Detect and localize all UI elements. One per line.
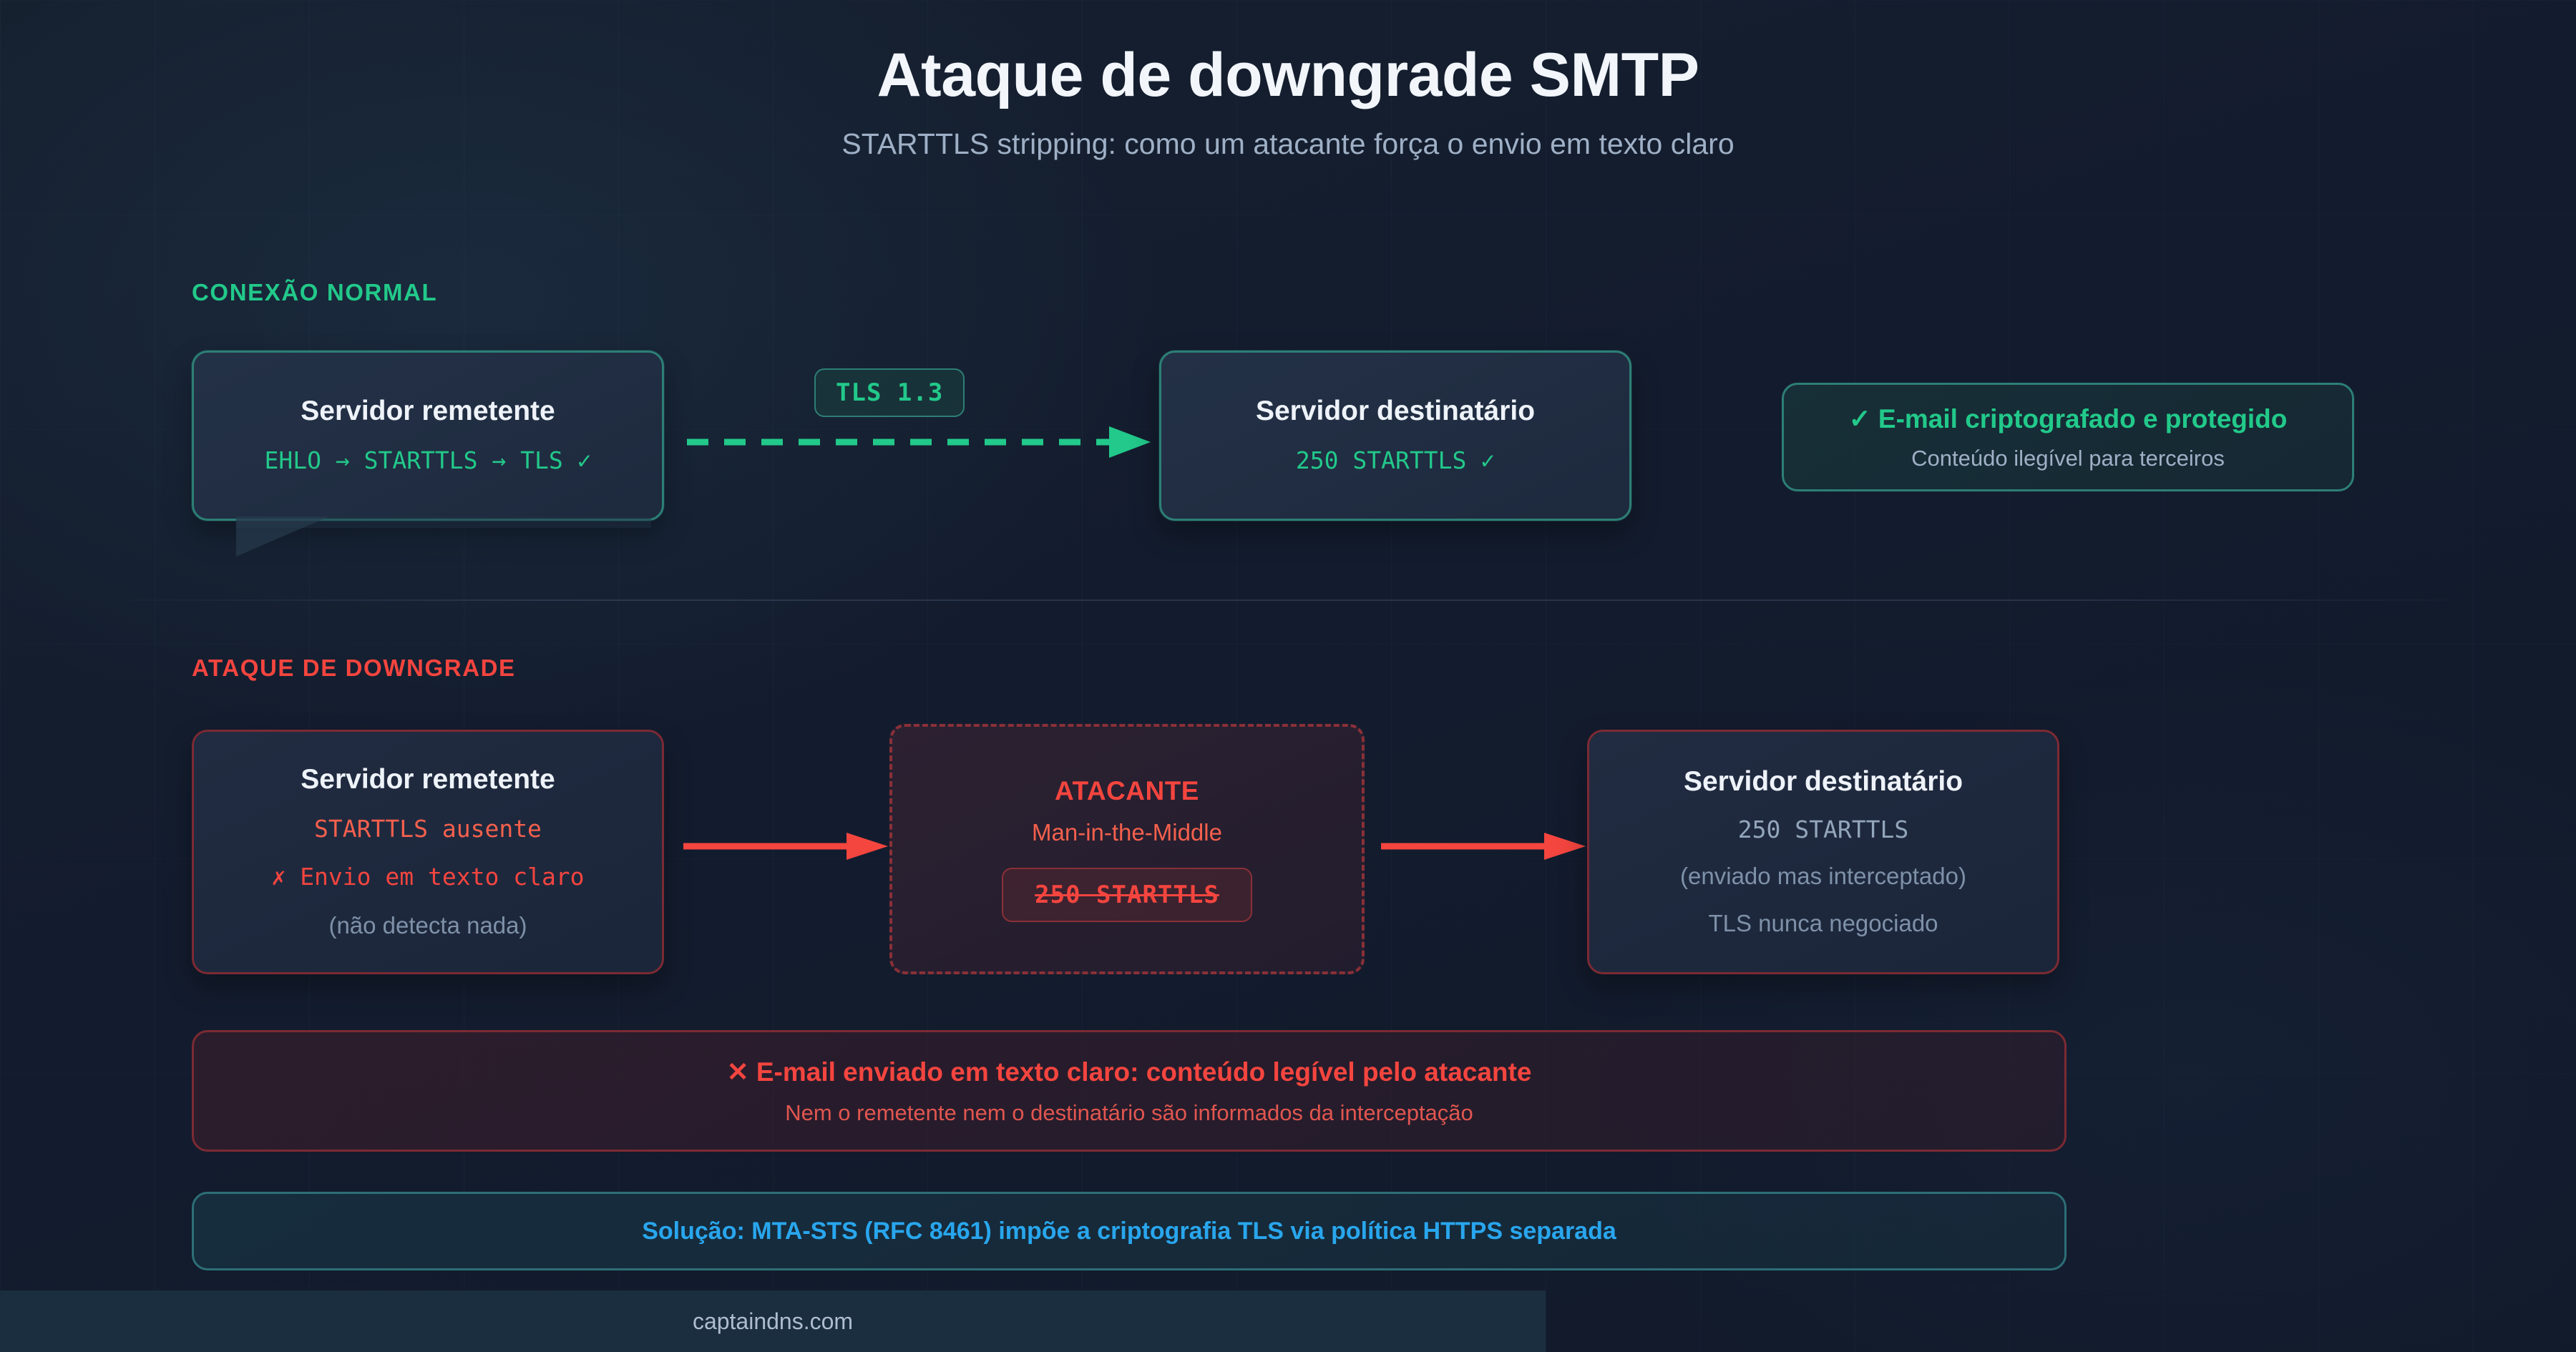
node-sender-attack-line3: (não detecta nada) [328, 911, 527, 939]
node-receiver-normal-title: Servidor destinatário [1255, 396, 1536, 427]
node-sender-attack: Servidor remetente STARTTLS ausente ✗ En… [192, 730, 664, 974]
section-divider [129, 599, 2447, 601]
arrow-attack-attacker-to-receiver [1381, 830, 1589, 863]
banner-danger-title: ✕ E-mail enviado em texto claro: conteúd… [727, 1057, 1532, 1087]
banner-danger: ✕ E-mail enviado em texto claro: conteúd… [192, 1030, 2067, 1152]
panel-success-subtitle: Conteúdo ilegível para terceiros [1911, 445, 2225, 471]
section-label-attack: ATAQUE DE DOWNGRADE [192, 655, 516, 681]
node-sender-normal-line1: EHLO → STARTTLS → TLS ✓ [264, 446, 592, 475]
node-sender-normal: Servidor remetente EHLO → STARTTLS → TLS… [192, 351, 664, 521]
footer-watermark: captaindns.com [692, 1308, 854, 1334]
attacker-title: ATACANTE [1055, 776, 1199, 805]
section-label-normal: CONEXÃO NORMAL [192, 279, 438, 305]
node-receiver-attack-title: Servidor destinatário [1683, 766, 1963, 798]
footer-bar [0, 1290, 1546, 1352]
node-receiver-normal-line1: 250 STARTTLS ✓ [1295, 446, 1496, 475]
banner-danger-title-text: E-mail enviado em texto claro: conteúdo … [756, 1057, 1532, 1087]
check-icon: ✓ [1848, 403, 1871, 433]
node-receiver-attack-line1: 250 STARTTLS [1737, 815, 1909, 844]
cross-icon: ✕ [726, 1057, 749, 1087]
node-receiver-attack: Servidor destinatário 250 STARTTLS (envi… [1587, 730, 2059, 974]
node-attacker: ATACANTE Man-in-the-Middle 250 STARTTLS [889, 724, 1365, 974]
panel-success-title: ✓ E-mail criptografado e protegido [1849, 403, 2288, 434]
tls-version-badge: TLS 1.3 [814, 368, 965, 417]
attacker-subtitle: Man-in-the-Middle [1032, 819, 1222, 846]
panel-success-title-text: E-mail criptografado e protegido [1878, 403, 2288, 433]
node-receiver-attack-line2: (enviado mas interceptado) [1680, 863, 1966, 890]
banner-solution: Solução: MTA-STS (RFC 8461) impõe a crip… [192, 1192, 2067, 1270]
sender-box-shadow-band [236, 516, 651, 528]
arrow-attack-sender-to-attacker [683, 830, 891, 863]
banner-solution-text: Solução: MTA-STS (RFC 8461) impõe a crip… [642, 1217, 1616, 1245]
banner-danger-subtitle: Nem o remetente nem o destinatário são i… [785, 1099, 1473, 1125]
node-sender-attack-line1: STARTTLS ausente [314, 815, 542, 843]
node-receiver-normal: Servidor destinatário 250 STARTTLS ✓ [1159, 351, 1631, 521]
node-sender-attack-title: Servidor remetente [301, 764, 555, 795]
arrow-normal-encrypted [687, 421, 1159, 464]
page-title: Ataque de downgrade SMTP [877, 41, 1699, 109]
page-subtitle: STARTTLS stripping: como um atacante for… [841, 127, 1735, 161]
panel-result-success: ✓ E-mail criptografado e protegido Conte… [1782, 383, 2354, 491]
node-sender-normal-title: Servidor remetente [301, 396, 555, 427]
header: Ataque de downgrade SMTP STARTTLS stripp… [0, 43, 2576, 161]
sender-box-tail [236, 516, 329, 557]
node-sender-attack-line2: ✗ Envio em texto claro [271, 863, 585, 891]
node-receiver-attack-line3: TLS nunca negociado [1708, 909, 1938, 936]
attacker-stripped-command-badge: 250 STARTTLS [1002, 868, 1252, 922]
